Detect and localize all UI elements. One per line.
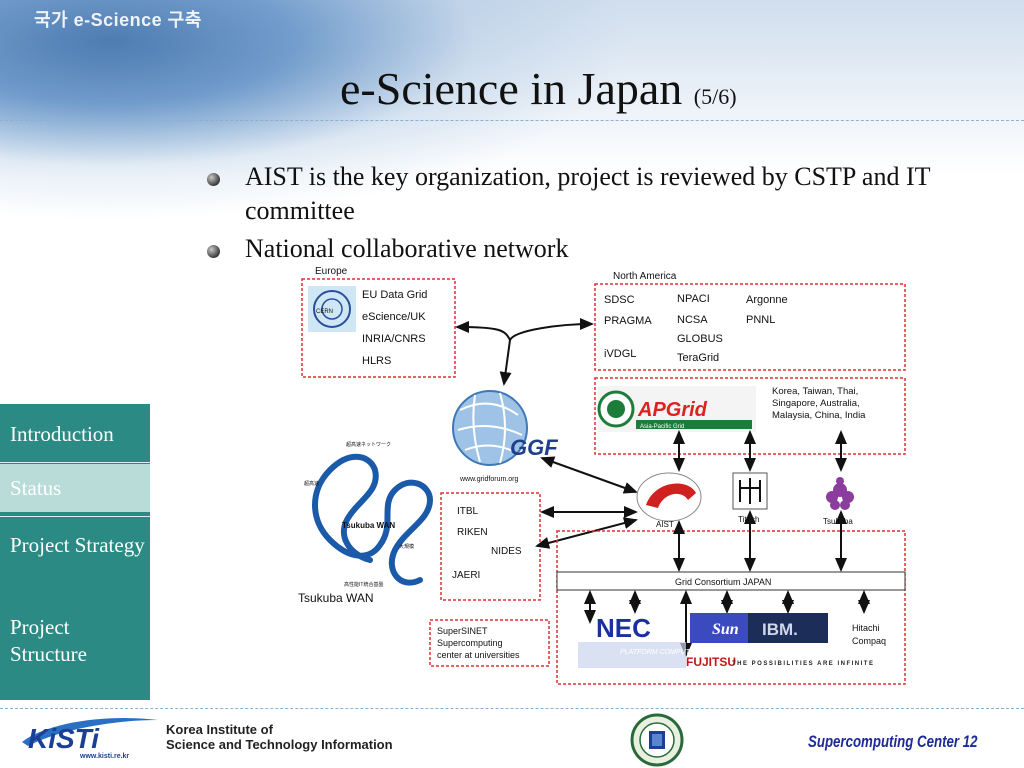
- na-item: Argonne: [746, 294, 788, 306]
- sidebar: Introduction Status Project Strategy Pro…: [0, 404, 150, 700]
- supersinet-box: [429, 619, 550, 667]
- bullet-icon: [207, 173, 220, 186]
- sun-logo: Sun: [712, 621, 739, 638]
- link-to-ggf: [499, 339, 512, 386]
- aist-label: AIST: [656, 520, 674, 529]
- tsukuba-wan-inner: Tsukuba WAN: [342, 521, 395, 530]
- ggf-logo: GGF www.gridforum.org: [452, 390, 558, 483]
- page-number: 12: [962, 732, 978, 751]
- svg-text:超高速: 超高速: [304, 480, 319, 487]
- sidebar-item-introduction[interactable]: Introduction: [10, 422, 114, 446]
- europe-item: INRIA/CNRS: [362, 333, 426, 345]
- supersinet-line: SuperSINET: [437, 626, 488, 636]
- apgrid-logo: APGrid Asia-Pacific Grid: [597, 386, 756, 432]
- header-background: [0, 0, 1024, 250]
- titech-label: Titech: [738, 515, 760, 524]
- hitachi-label: Hitachi: [852, 623, 880, 633]
- apgrid-countries-text: Korea, Taiwan, Thai, Singapore, Australi…: [772, 386, 866, 421]
- compaq-label: Compaq: [852, 636, 886, 646]
- japan-lab: RIKEN: [457, 527, 488, 538]
- sidebar-item-project-structure[interactable]: Project Structure: [10, 615, 87, 666]
- na-item: PRAGMA: [604, 315, 652, 327]
- japan-lab: JAERI: [452, 570, 480, 581]
- japan-lab: ITBL: [457, 506, 479, 517]
- apgrid-countries: Korea, Taiwan, Thai, Singapore, Australi…: [772, 386, 866, 421]
- svg-text:高性能IT統合基盤: 高性能IT統合基盤: [344, 581, 383, 588]
- bullet-list: AIST is the key organization, project is…: [205, 160, 965, 270]
- bullet-text: AIST is the key organization, project is…: [245, 162, 931, 225]
- europe-item: eScience/UK: [362, 311, 426, 323]
- kisti-logo-text: KiSTi: [28, 723, 100, 754]
- europe-na-link: [455, 318, 594, 343]
- apgrid-sub-text: Asia-Pacific Grid: [640, 424, 684, 430]
- na-item: SDSC: [604, 294, 635, 306]
- bullet-text: National collaborative network: [245, 234, 569, 263]
- sidebar-divider: [0, 516, 150, 517]
- svg-text:超高速ネットワーク: 超高速ネットワーク: [346, 441, 391, 448]
- north-america-box: [594, 283, 906, 371]
- japan-lab: NIDES: [491, 546, 522, 557]
- na-item: iVDGL: [604, 348, 636, 360]
- header-overlay: [0, 0, 1024, 250]
- nec-logo: NEC: [596, 613, 651, 643]
- bullet-item: AIST is the key organization, project is…: [205, 160, 965, 228]
- tsukuba-wan-diagram: Tsukuba WAN 超高速ネットワーク 超高速 大規模 高性能IT統合基盤: [304, 441, 434, 588]
- title-suffix: (5/6): [693, 84, 737, 109]
- north-america-title: North America: [613, 271, 677, 282]
- title-text: e-Science in Japan: [340, 63, 683, 114]
- org-line: Science and Technology Information: [166, 737, 393, 752]
- ggf-url: www.gridforum.org: [459, 476, 518, 483]
- header-divider: [0, 120, 1024, 121]
- na-item: PNNL: [746, 314, 775, 326]
- consortium-box: [556, 530, 906, 685]
- cern-logo: CERN: [308, 286, 356, 332]
- tsukuba-label: Tsukuba: [823, 517, 853, 526]
- sidebar-item-project-strategy[interactable]: Project Strategy: [10, 533, 145, 557]
- org-name: Korea Institute of Science and Technolog…: [166, 722, 393, 752]
- platform-logo: PLATFORM COMPUTING DISTRIBUTED RESOU: [620, 649, 779, 656]
- ibm-logo-bg: [748, 613, 828, 643]
- sun-logo-bg: [690, 613, 748, 643]
- europe-item: HLRS: [362, 355, 391, 367]
- ibm-logo: IBM.: [762, 620, 798, 639]
- footer-center-name: Supercomputing Center 12: [808, 732, 977, 752]
- na-item: NCSA: [677, 314, 708, 326]
- footer-divider: [0, 708, 1024, 709]
- aist-logo: AIST: [636, 472, 702, 529]
- sidebar-divider: [0, 462, 150, 463]
- brand-text: 국가 e-Science 구축: [34, 10, 202, 30]
- svg-text:大規模: 大規模: [399, 543, 414, 550]
- fujitsu-tagline: THE POSSIBILITIES ARE INFINITE: [732, 661, 874, 667]
- nides-aist-link: [535, 517, 638, 549]
- ggf-aist-link: [540, 456, 638, 494]
- cern-logo-text: CERN: [316, 309, 333, 315]
- footer-center-text: Supercomputing Center: [808, 732, 960, 751]
- kisti-logo: KiSTi www.kisti.re.kr: [22, 718, 158, 760]
- na-item: TeraGrid: [677, 352, 719, 364]
- tsukuba-wan-label: Tsukuba WAN: [298, 591, 374, 605]
- org-line: Korea Institute of: [166, 722, 273, 737]
- fujitsu-logo: FUJITSU: [686, 655, 736, 669]
- bullet-icon: [207, 245, 220, 258]
- page-title: e-Science in Japan (5/6): [340, 62, 737, 115]
- europe-box: [301, 278, 456, 378]
- na-item: GLOBUS: [677, 333, 723, 345]
- supersinet-line: center at universities: [437, 650, 520, 660]
- apgrid-logo-text: APGrid: [637, 399, 708, 421]
- consortium-label: Grid Consortium JAPAN: [675, 577, 771, 587]
- sidebar-item-status[interactable]: Status: [0, 464, 150, 512]
- center-seal-icon: [630, 713, 684, 767]
- na-item: NPACI: [677, 293, 710, 305]
- ggf-logo-text: GGF: [510, 435, 558, 460]
- platform-logo-bg: [578, 642, 686, 668]
- europe-item: EU Data Grid: [362, 289, 427, 301]
- supersinet-line: Supercomputing: [437, 638, 503, 648]
- tsukuba-logo: Tsukuba: [823, 477, 854, 526]
- europe-title: Europe: [315, 266, 348, 277]
- kisti-url: www.kisti.re.kr: [79, 753, 129, 760]
- bullet-item: National collaborative network: [205, 232, 965, 266]
